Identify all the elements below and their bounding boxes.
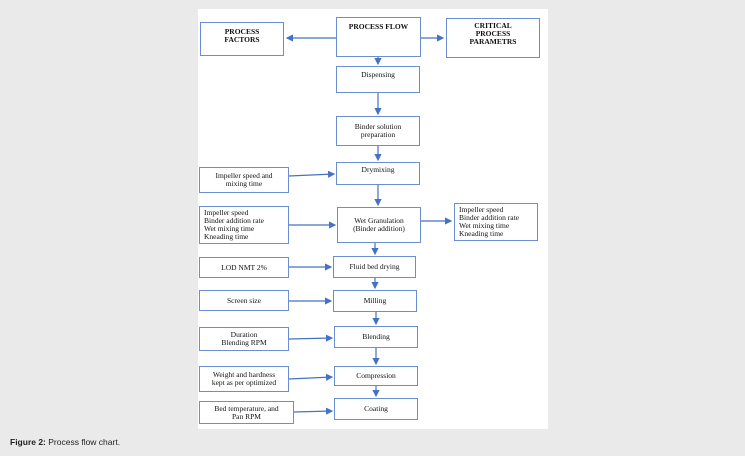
step-compression: Compression	[334, 366, 418, 386]
factor-milling: Screen size	[199, 290, 289, 311]
process-flow-header: PROCESS FLOW	[336, 17, 421, 57]
critical-wet-granulation: Impeller speed Binder addition rate Wet …	[454, 203, 538, 241]
arrow-factor-compression	[288, 373, 334, 381]
arrow-factor-blending	[288, 334, 334, 342]
critical-parameters-header: CRITICAL PROCESS PARAMETRS	[446, 18, 540, 58]
step-fluid-bed-drying: Fluid bed drying	[333, 256, 416, 278]
caption-text: Process flow chart.	[45, 437, 121, 447]
step-blending: Blending	[334, 326, 418, 348]
figure-caption: Figure 2: Process flow chart.	[10, 437, 120, 447]
step-milling: Milling	[333, 290, 417, 312]
step-coating: Coating	[334, 398, 418, 420]
factor-blending: Duration Blending RPM	[199, 327, 289, 351]
step-binder-solution-preparation: Binder solution preparation	[336, 116, 420, 146]
step-dispensing: Dispensing	[336, 66, 420, 93]
factor-wet-granulation: Impeller speed Binder addition rate Wet …	[199, 206, 289, 244]
step-drymixing: Drymixing	[336, 162, 420, 185]
arrow-factor-coating	[293, 407, 334, 415]
process-factors-header: PROCESS FACTORS	[200, 22, 284, 56]
factor-drymixing: Impeller speed and mixing time	[199, 167, 289, 193]
factor-fluid-bed-drying: LOD NMT 2%	[199, 257, 289, 278]
arrow-factor-drymixing	[288, 170, 336, 178]
caption-label: Figure 2:	[10, 437, 46, 447]
step-wet-granulation: Wet Granulation (Binder addition)	[337, 207, 421, 243]
factor-coating: Bed temperature, and Pan RPM	[199, 401, 294, 424]
factor-compression: Weight and hardness kept as per optimize…	[199, 366, 289, 392]
